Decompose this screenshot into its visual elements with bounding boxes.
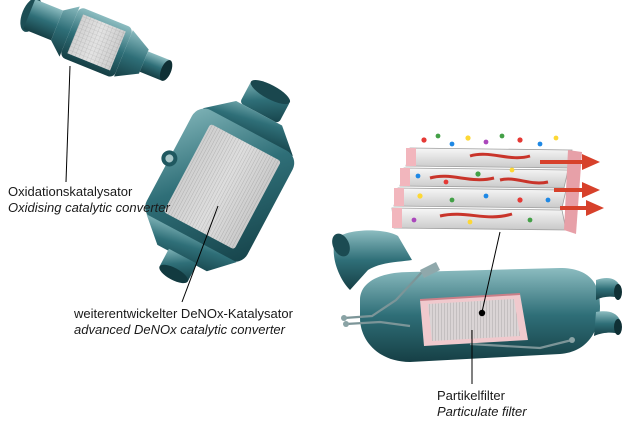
channel-row-2 bbox=[399, 167, 569, 189]
label-oxidising-catalyst-en: Oxidising catalytic converter bbox=[8, 200, 170, 215]
leader-denox bbox=[181, 205, 219, 303]
denox-inlet-neck bbox=[241, 81, 290, 123]
flow-arrow-3 bbox=[560, 200, 604, 216]
soot-particles bbox=[411, 133, 559, 225]
label-denox-catalyst: weiterentwickelter DeNOx-Katalysator adv… bbox=[74, 306, 293, 338]
filter-channel-detail bbox=[391, 133, 604, 234]
leader-filter-detail bbox=[481, 231, 501, 313]
filter-outlet-pipe-upper bbox=[596, 278, 620, 300]
denox-outlet-pipe bbox=[159, 248, 198, 282]
label-denox-catalyst-de: weiterentwickelter DeNOx-Katalysator bbox=[74, 306, 293, 321]
particulate-filter bbox=[332, 230, 622, 362]
denox-catalyst bbox=[145, 80, 295, 284]
oxidation-inlet-pipe bbox=[23, 0, 64, 41]
flow-arrow-2 bbox=[554, 182, 600, 198]
sensor-tube-3 bbox=[469, 338, 573, 350]
label-particulate-filter-de: Partikelfilter bbox=[437, 388, 505, 403]
oxidation-catalyst bbox=[20, 0, 173, 81]
sensor-tube-2 bbox=[345, 320, 411, 328]
label-particulate-filter-en: Particulate filter bbox=[437, 404, 527, 419]
filter-outlet-pipe-lower bbox=[594, 311, 620, 336]
leader-filter-dot bbox=[478, 309, 486, 317]
filter-inlet-pipe bbox=[333, 230, 412, 290]
label-denox-catalyst-en: advanced DeNOx catalytic converter bbox=[74, 322, 285, 337]
channel-row-1 bbox=[405, 147, 573, 169]
label-particulate-filter: Partikelfilter Particulate filter bbox=[437, 388, 527, 420]
label-oxidising-catalyst: Oxidationskatalysator Oxidising catalyti… bbox=[8, 184, 170, 216]
channel-row-4 bbox=[391, 207, 567, 231]
label-oxidising-catalyst-de: Oxidationskatalysator bbox=[8, 184, 133, 199]
flow-arrow-1 bbox=[540, 154, 600, 170]
leader-oxidation bbox=[65, 65, 71, 183]
